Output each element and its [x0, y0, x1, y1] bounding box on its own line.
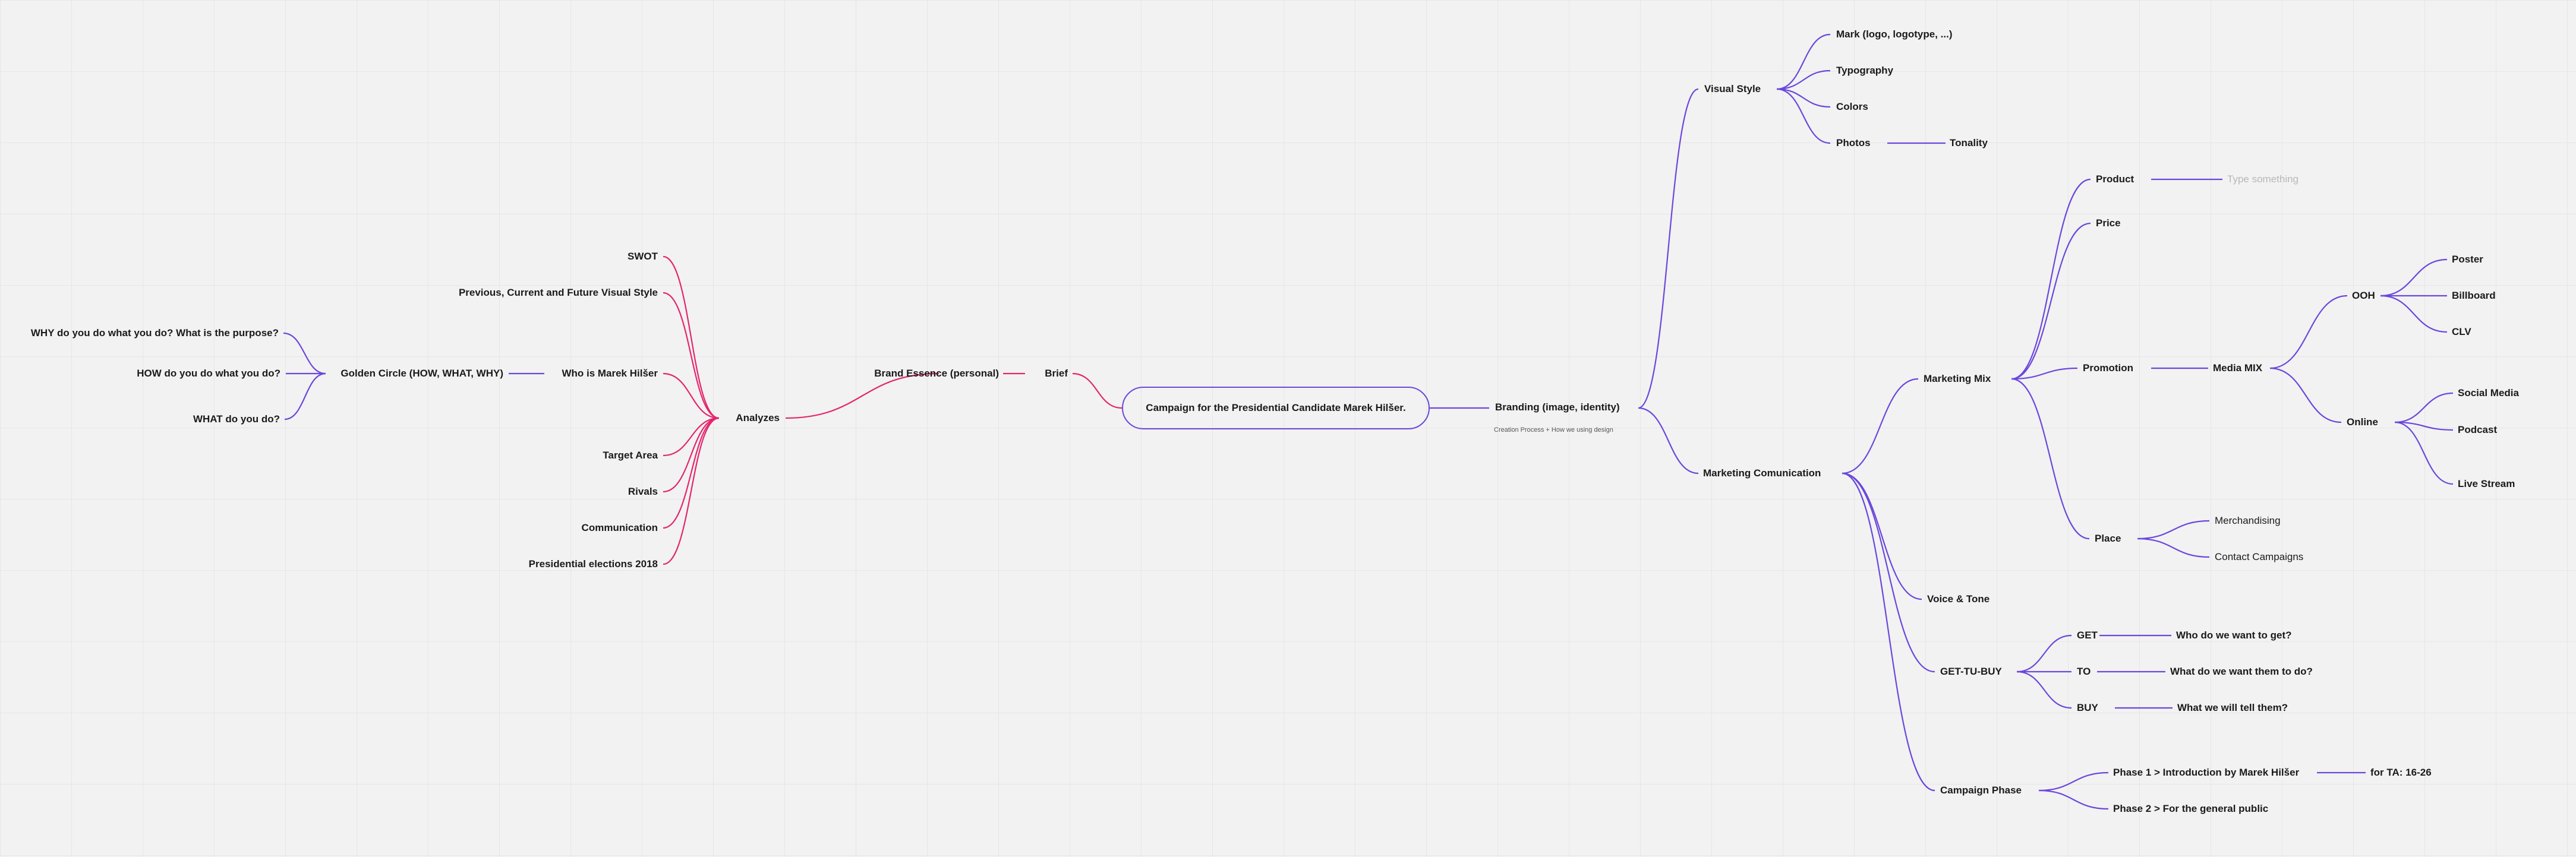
connector-line	[663, 255, 720, 419]
connector-line	[283, 332, 326, 375]
node-promotion[interactable]: Promotion	[2083, 362, 2133, 374]
root-node-label: Campaign for the Presidential Candidate …	[1146, 402, 1406, 413]
connector-line	[2011, 222, 2091, 380]
node-phase2[interactable]: Phase 2 > For the general public	[2113, 803, 2269, 814]
node-product[interactable]: Product	[2096, 173, 2134, 185]
node-target-area[interactable]: Target Area	[603, 450, 658, 461]
connector-line	[1842, 472, 1922, 600]
node-buy[interactable]: BUY	[2077, 702, 2098, 713]
node-campaign-phase[interactable]: Campaign Phase	[1940, 785, 2022, 796]
node-billboard[interactable]: Billboard	[2452, 290, 2496, 301]
connector-line	[2011, 367, 2078, 380]
node-why[interactable]: WHY do you do what you do? What is the p…	[30, 327, 279, 339]
node-media-mix[interactable]: Media MIX	[2213, 362, 2263, 374]
connector-line	[2394, 421, 2454, 485]
connector-line	[1776, 88, 1831, 108]
node-get[interactable]: GET	[2077, 630, 2098, 641]
node-rivals[interactable]: Rivals	[628, 486, 658, 497]
connector-line	[1638, 88, 1699, 409]
node-communication[interactable]: Communication	[581, 522, 658, 533]
node-branding-note: Creation Process + How we using design	[1494, 426, 1613, 434]
node-get-tu-buy[interactable]: GET-TU-BUY	[1940, 666, 2002, 677]
root-node[interactable]: Campaign for the Presidential Candidate …	[1122, 387, 1430, 429]
connector-line	[2011, 378, 2090, 540]
connector-line	[2038, 789, 2109, 810]
connector-line	[1842, 472, 1935, 673]
node-what[interactable]: WHAT do you do?	[193, 413, 280, 425]
node-social-media[interactable]: Social Media	[2458, 387, 2519, 399]
connector-line	[1842, 472, 1935, 792]
node-visual-style[interactable]: Visual Style	[1704, 83, 1761, 94]
connector-line	[2137, 520, 2210, 540]
node-price[interactable]: Price	[2096, 217, 2121, 229]
node-buy-question[interactable]: What we will tell them?	[2177, 702, 2288, 713]
node-live-stream[interactable]: Live Stream	[2458, 478, 2515, 489]
node-place[interactable]: Place	[2095, 533, 2121, 544]
node-online[interactable]: Online	[2347, 416, 2378, 428]
connector-line	[2380, 258, 2448, 297]
connector-line	[1842, 378, 1919, 475]
connector-line	[663, 417, 720, 493]
connector-line	[663, 417, 720, 457]
connector-line	[1776, 88, 1831, 144]
node-marketing-mix[interactable]: Marketing Mix	[1924, 373, 1991, 384]
node-tonality[interactable]: Tonality	[1950, 137, 1988, 148]
node-to[interactable]: TO	[2077, 666, 2091, 677]
node-podcast[interactable]: Podcast	[2458, 424, 2498, 435]
connector-line	[2269, 295, 2348, 369]
node-voice-tone[interactable]: Voice & Tone	[1927, 593, 1990, 605]
node-visual-style-history[interactable]: Previous, Current and Future Visual Styl…	[458, 287, 658, 298]
connector-line	[2137, 537, 2210, 558]
node-photos[interactable]: Photos	[1836, 137, 1871, 148]
connector-line	[1072, 372, 1123, 409]
node-swot[interactable]: SWOT	[628, 251, 658, 262]
connector-line	[2394, 392, 2454, 423]
connector-line	[284, 372, 326, 420]
connector-line	[663, 417, 720, 565]
node-contact-campaigns[interactable]: Contact Campaigns	[2215, 551, 2304, 562]
connector-line	[2011, 178, 2091, 380]
node-colors[interactable]: Colors	[1836, 101, 1868, 112]
node-ooh[interactable]: OOH	[2352, 290, 2375, 301]
node-who-is[interactable]: Who is Marek Hilšer	[562, 368, 658, 379]
node-merchandising[interactable]: Merchandising	[2215, 515, 2281, 526]
node-analyzes[interactable]: Analyzes	[736, 412, 780, 423]
node-phase1-ta[interactable]: for TA: 16-26	[2370, 767, 2432, 778]
node-brand-essence[interactable]: Brand Essence (personal)	[874, 368, 999, 379]
node-product-placeholder[interactable]: Type something	[2227, 173, 2299, 185]
connector-line	[1638, 407, 1699, 475]
connector-line	[1776, 69, 1831, 90]
connector-line	[2380, 295, 2448, 333]
connector-line	[2038, 771, 2109, 792]
connector-line	[2269, 367, 2342, 423]
node-elections[interactable]: Presidential elections 2018	[528, 558, 658, 570]
connector-line	[1776, 33, 1831, 90]
node-golden-circle[interactable]: Golden Circle (HOW, WHAT, WHY)	[340, 368, 503, 379]
connector-line	[785, 372, 939, 419]
node-to-question[interactable]: What do we want them to do?	[2170, 666, 2313, 677]
node-marketing-communication[interactable]: Marketing Comunication	[1703, 467, 1821, 479]
connector-line	[2016, 671, 2072, 709]
connector-line	[663, 417, 720, 529]
connector-line	[2016, 634, 2072, 673]
node-mark[interactable]: Mark (logo, logotype, ...)	[1836, 29, 1953, 40]
node-typography[interactable]: Typography	[1836, 65, 1894, 76]
node-branding[interactable]: Branding (image, identity)	[1495, 401, 1620, 413]
node-clv[interactable]: CLV	[2452, 326, 2471, 337]
node-get-question[interactable]: Who do we want to get?	[2176, 630, 2292, 641]
connector-line	[663, 372, 720, 419]
node-brief[interactable]: Brief	[1045, 368, 1068, 379]
connector-line	[2394, 421, 2454, 431]
node-how[interactable]: HOW do you do what you do?	[137, 368, 280, 379]
connector-line	[663, 292, 720, 419]
node-phase1[interactable]: Phase 1 > Introduction by Marek Hilšer	[2113, 767, 2300, 778]
node-poster[interactable]: Poster	[2452, 254, 2483, 265]
